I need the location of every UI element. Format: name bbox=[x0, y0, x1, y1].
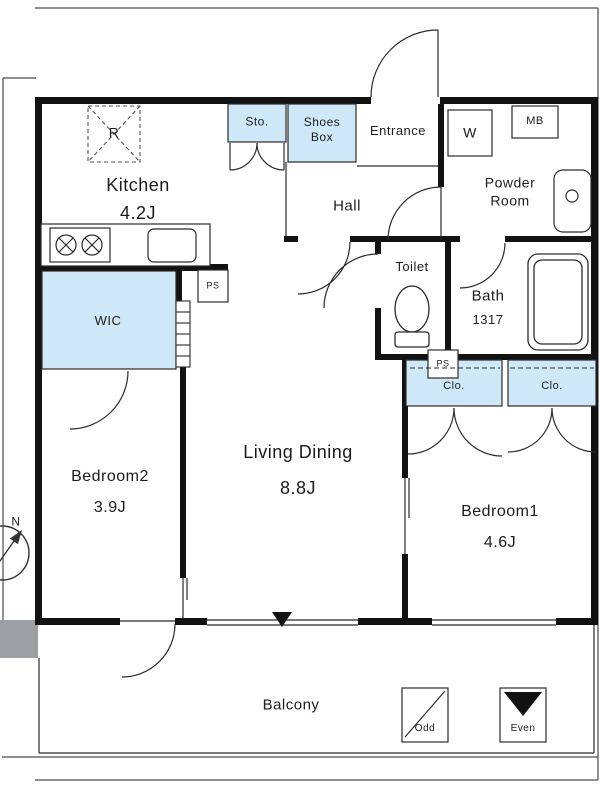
meter-box bbox=[511, 105, 559, 139]
structure-block bbox=[0, 620, 38, 658]
ps-closet-label: PS bbox=[436, 358, 450, 369]
bedroom2-label: Bedroom2 bbox=[71, 468, 149, 485]
washer-label: W bbox=[463, 124, 477, 141]
ps-kitchen-label: PS bbox=[206, 280, 220, 291]
meter-box-label: MB bbox=[526, 115, 544, 128]
storage-label: Sto. bbox=[245, 114, 269, 129]
thin-lines bbox=[38, 162, 595, 754]
balcony-door-arc bbox=[121, 623, 176, 678]
wic-area bbox=[41, 270, 177, 370]
entrance-door-arc bbox=[370, 29, 439, 98]
closet-left-label: Clo. bbox=[443, 380, 465, 393]
bath-door-arc bbox=[459, 242, 506, 289]
powder-room-label: Powder Room bbox=[484, 174, 536, 209]
living-dining-label: Living Dining bbox=[243, 441, 353, 462]
powder-room-door-arc bbox=[387, 186, 442, 241]
refrigerator-label: R bbox=[108, 124, 120, 141]
bedroom1-size-label: 4.6J bbox=[483, 534, 517, 551]
refrigerator-space-icon bbox=[87, 105, 141, 163]
door-arcs bbox=[69, 29, 597, 678]
partition-odd-label: Odd bbox=[414, 722, 436, 734]
stove-icon bbox=[49, 227, 111, 263]
bath-size-label: 1317 bbox=[472, 311, 504, 327]
partition-even-icon bbox=[504, 692, 542, 716]
partition-odd-icon bbox=[404, 690, 446, 738]
washbasin-icon bbox=[553, 169, 592, 233]
bedroom1-label: Bedroom1 bbox=[461, 503, 539, 520]
entrance-label: Entrance bbox=[369, 122, 427, 138]
pipe-space-kitchen-box bbox=[197, 269, 229, 303]
closet-right-label: Clo. bbox=[541, 380, 563, 393]
toilet-icon bbox=[394, 285, 430, 348]
toilet-label: Toilet bbox=[395, 258, 429, 274]
compass-icon bbox=[0, 525, 30, 581]
kitchen-size-label: 4.2J bbox=[119, 202, 157, 223]
window-marker-icon bbox=[272, 612, 292, 627]
living-dining-size-label: 8.8J bbox=[279, 477, 317, 498]
kitchen-label: Kitchen bbox=[106, 174, 170, 195]
bedroom2-size-label: 3.9J bbox=[93, 499, 127, 516]
washer-box bbox=[447, 109, 493, 157]
bedroom2-door-arc bbox=[69, 370, 129, 430]
north-label: N bbox=[11, 514, 21, 529]
dashed-opening-lines bbox=[42, 367, 594, 370]
shoes-box-label: Shoes Box bbox=[303, 115, 341, 144]
wic-label: WIC bbox=[94, 312, 122, 328]
folding-door-icon bbox=[175, 300, 191, 368]
storage-box bbox=[227, 103, 287, 143]
pipe-space-closet-box bbox=[427, 349, 459, 379]
sink-icon bbox=[147, 228, 197, 263]
balcony-label: Balcony bbox=[262, 696, 320, 714]
bath-label: Bath bbox=[471, 287, 505, 305]
bathtub-icon bbox=[527, 253, 589, 351]
partition-even-label: Even bbox=[510, 722, 536, 734]
hall-label: Hall bbox=[333, 197, 361, 215]
shoes-box bbox=[287, 103, 357, 163]
hall-door-arc bbox=[297, 241, 351, 295]
toilet-door-arc bbox=[323, 253, 379, 309]
